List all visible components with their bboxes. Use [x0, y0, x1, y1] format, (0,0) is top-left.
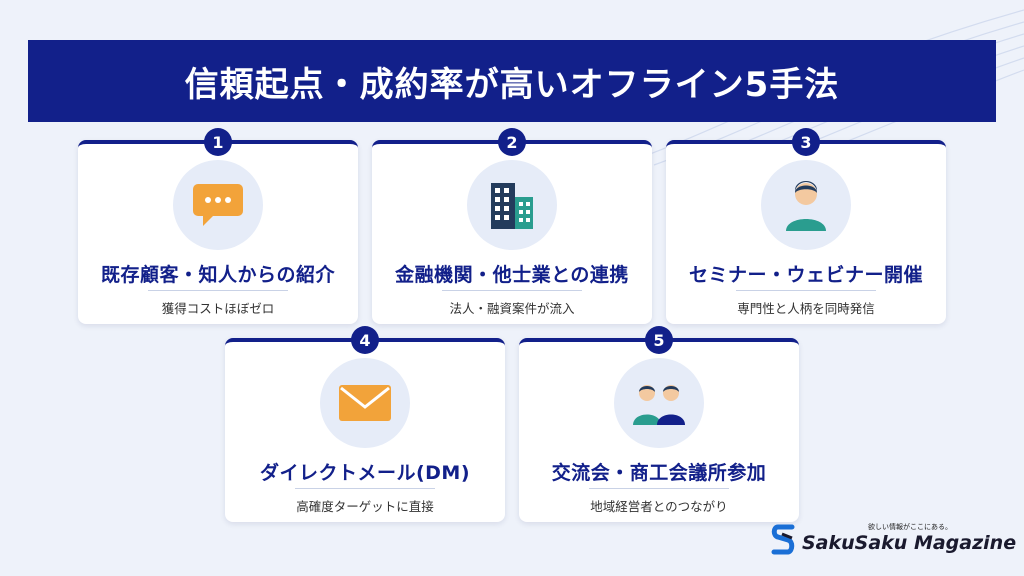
divider	[295, 488, 435, 489]
card-subtitle: 獲得コストほぼゼロ	[161, 301, 275, 316]
step-number-badge: 2	[498, 128, 526, 156]
card-subtitle: 地域経営者とのつながり	[590, 499, 728, 514]
chat-bubble-icon	[173, 160, 263, 250]
card-title: 金融機関・他士業との連携	[395, 264, 629, 286]
brand-logo: 欲しい情報がここにある。 SakuSaku Magazine	[770, 520, 1016, 560]
page-title: 信頼起点・成約率が高いオフライン5手法	[184, 64, 840, 105]
step-number-badge: 1	[204, 128, 232, 156]
method-card-4: 4 ダイレクトメール(DM) 高確度ターゲットに直接	[225, 326, 505, 522]
step-number-badge: 5	[645, 326, 673, 354]
person-icon	[761, 160, 851, 250]
people-icon	[614, 358, 704, 448]
card-title: ダイレクトメール(DM)	[259, 462, 471, 484]
logo-name: SakuSaku Magazine	[802, 532, 1017, 554]
method-card-1: 1 既存顧客・知人からの紹介 獲得コストほぼゼロ	[78, 128, 358, 324]
step-number-badge: 3	[792, 128, 820, 156]
divider	[148, 290, 288, 291]
card-title: 交流会・商工会議所参加	[551, 462, 767, 484]
divider	[736, 290, 876, 291]
method-card-2: 2 金融機関・他士業との連携 法人・融資案件が流入	[372, 128, 652, 324]
logo-mark-icon	[771, 524, 795, 555]
divider	[589, 488, 729, 489]
divider	[442, 290, 582, 291]
card-subtitle: 高確度ターゲットに直接	[296, 499, 434, 514]
method-card-5: 5 交流会・商工会議所参加 地域経営者とのつながり	[519, 326, 799, 522]
title-banner: 信頼起点・成約率が高いオフライン5手法	[28, 40, 996, 122]
card-subtitle: 専門性と人柄を同時発信	[737, 301, 875, 316]
envelope-icon	[320, 358, 410, 448]
method-card-3: 3 セミナー・ウェビナー開催 専門性と人柄を同時発信	[666, 128, 946, 324]
step-number-badge: 4	[351, 326, 379, 354]
buildings-icon	[467, 160, 557, 250]
card-subtitle: 法人・融資案件が流入	[449, 301, 575, 316]
card-title: セミナー・ウェビナー開催	[688, 264, 923, 286]
logo-tagline: 欲しい情報がここにある。	[868, 523, 952, 531]
card-title: 既存顧客・知人からの紹介	[100, 264, 335, 286]
